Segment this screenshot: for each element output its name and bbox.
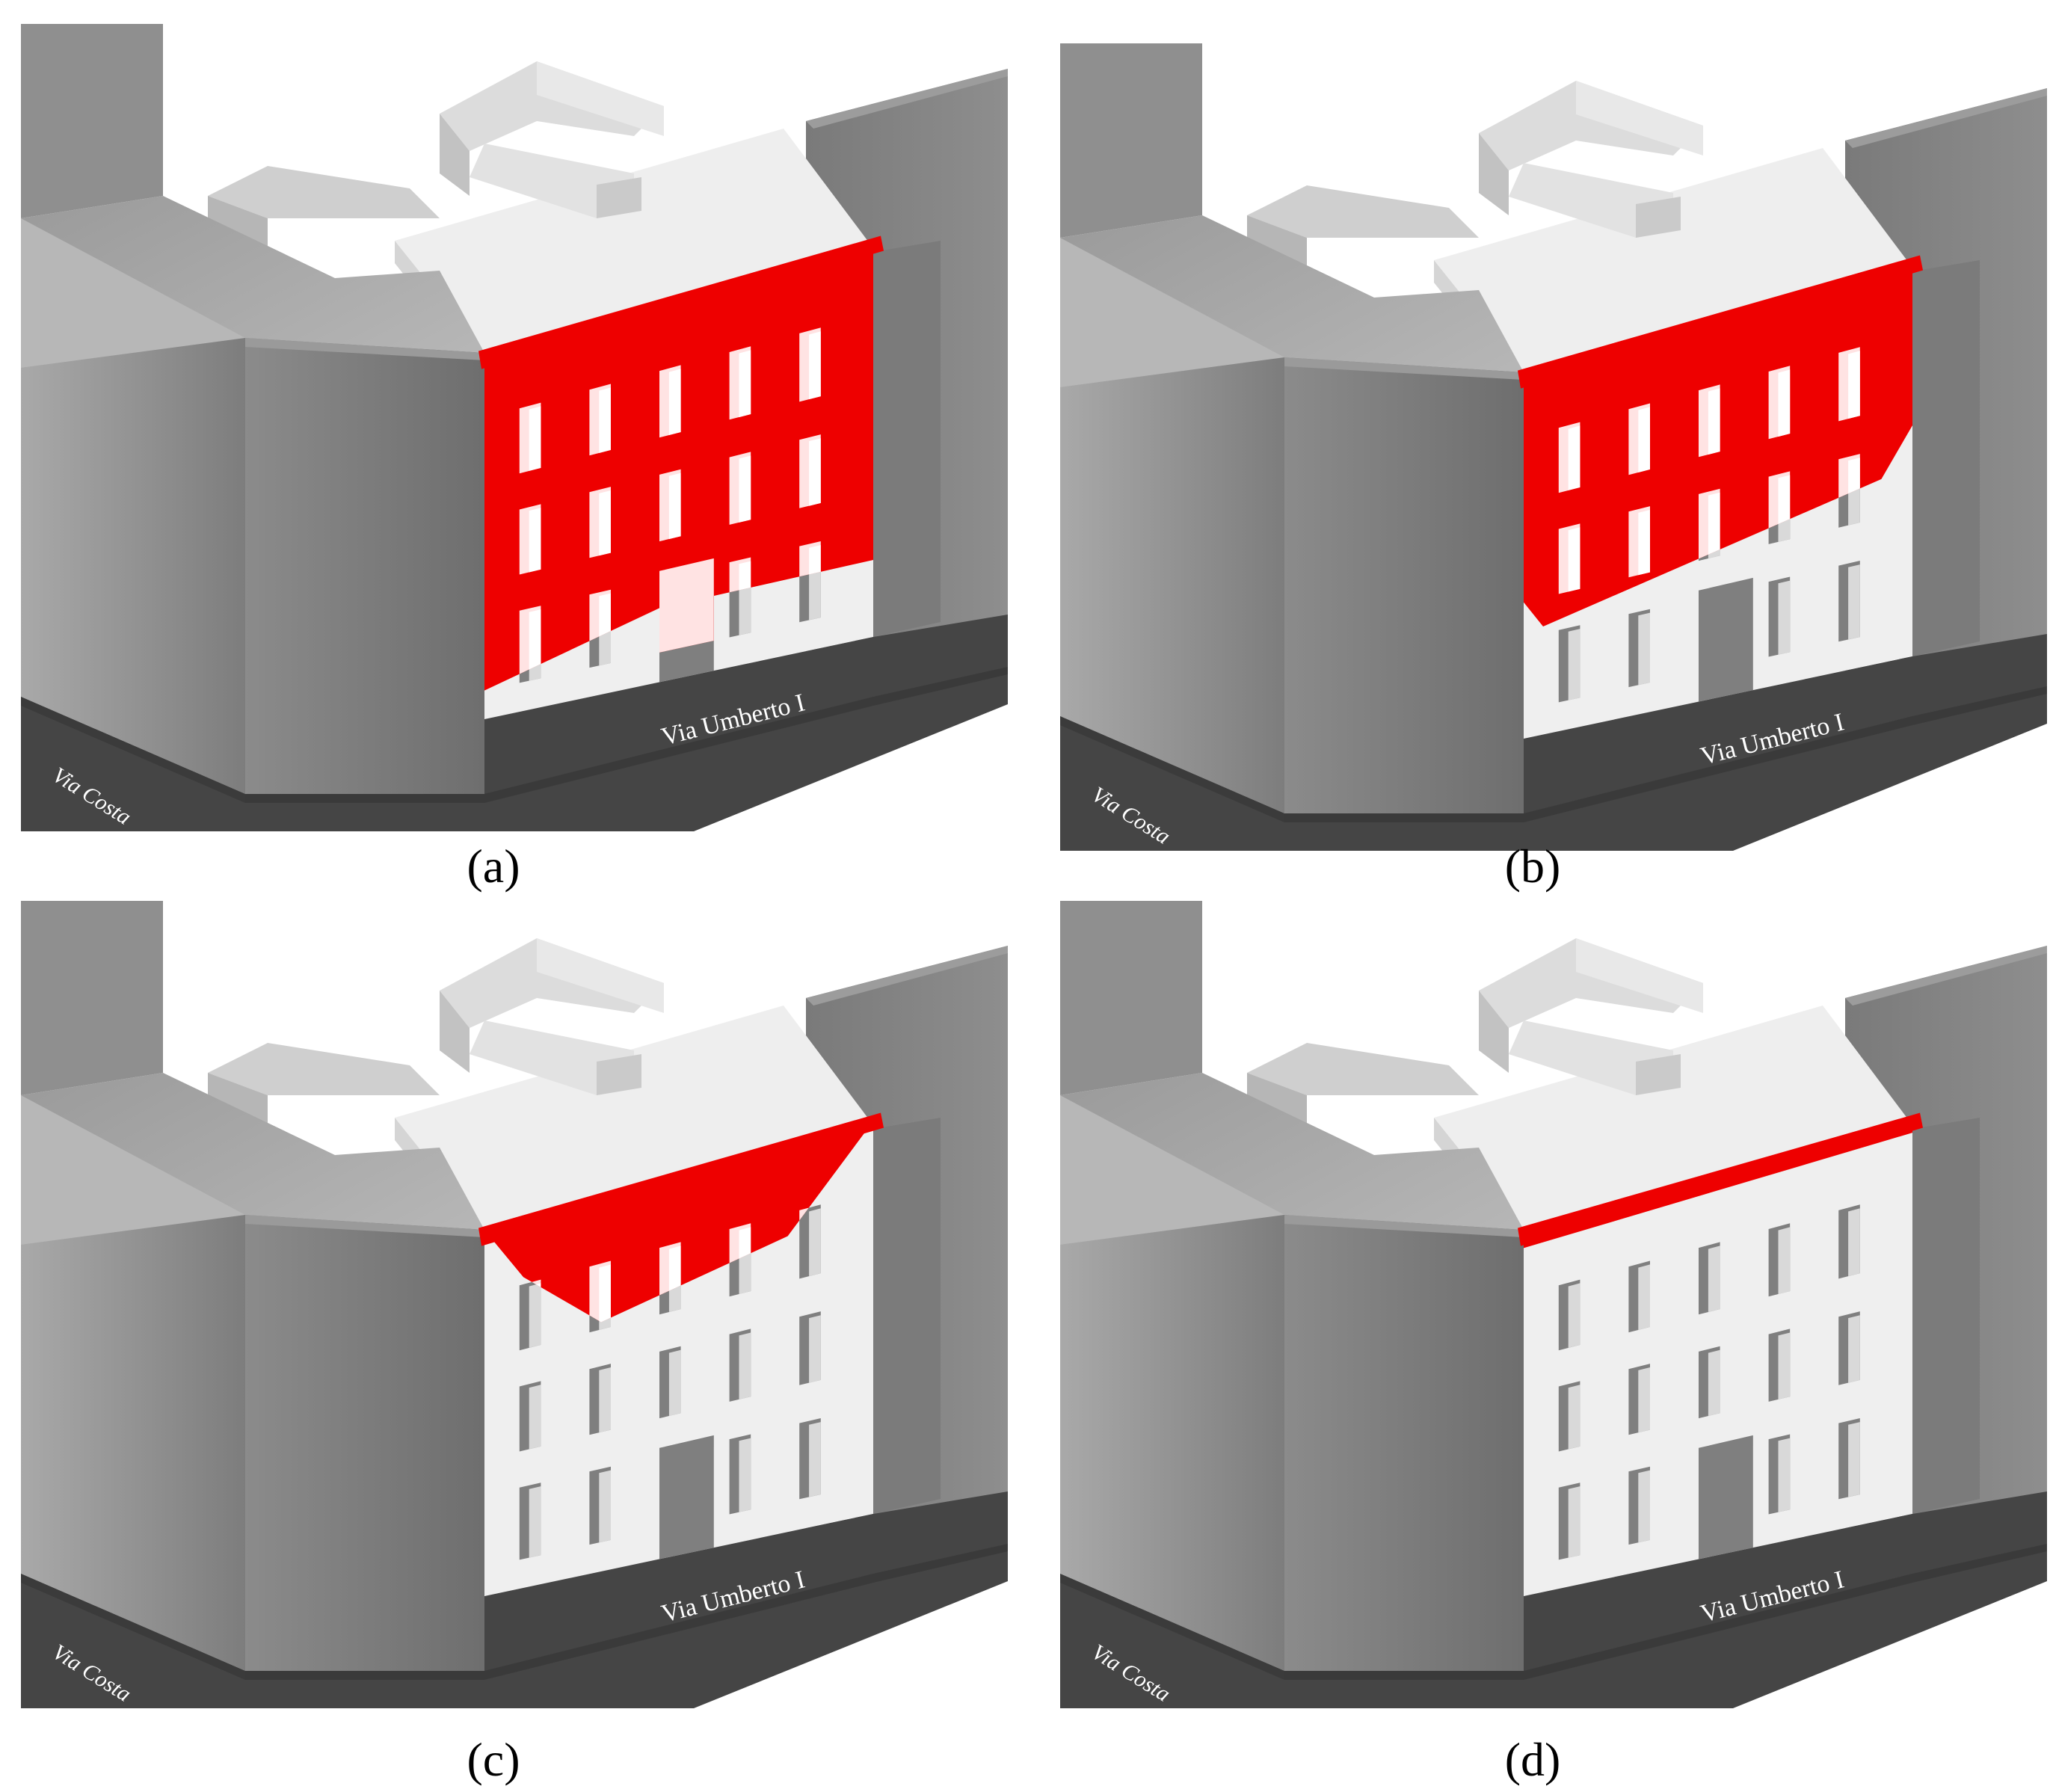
entrance-recess	[659, 1435, 714, 1559]
panel-caption: (b)	[1505, 840, 1561, 893]
window-reveal	[809, 1422, 821, 1497]
window-reveal	[739, 1438, 751, 1512]
window-reveal	[599, 1367, 611, 1433]
window-reveal	[1778, 1227, 1791, 1295]
window-reveal	[599, 1264, 611, 1323]
window-reveal	[529, 406, 541, 471]
window-reveal	[529, 508, 541, 573]
window-reveal	[809, 331, 821, 400]
entrance-recess	[1699, 577, 1753, 702]
window-reveal	[809, 1315, 821, 1383]
building-block	[1060, 901, 2047, 1708]
window-reveal	[1638, 510, 1650, 576]
window-reveal	[1568, 1385, 1580, 1450]
window-reveal	[1568, 425, 1580, 490]
cornice	[1518, 255, 1923, 389]
window-reveal	[1778, 369, 1791, 437]
window-reveal	[529, 1283, 541, 1348]
window-reveal	[1848, 564, 1860, 640]
window-reveal	[1708, 1349, 1720, 1417]
panel-caption: (a)	[467, 840, 520, 893]
window-reveal	[1708, 388, 1720, 455]
window-reveal	[529, 609, 541, 681]
panel-caption: (d)	[1505, 1733, 1561, 1786]
window-reveal	[1778, 580, 1791, 655]
window-reveal	[809, 1208, 821, 1277]
window-reveal	[1568, 1283, 1580, 1348]
window-reveal	[668, 472, 681, 540]
window-reveal	[739, 455, 751, 523]
entrance-recess	[1699, 1435, 1753, 1559]
window-reveal	[1638, 407, 1650, 472]
window-reveal	[809, 438, 821, 506]
window-reveal	[1638, 1264, 1650, 1330]
window-reveal	[1848, 1208, 1860, 1277]
window-reveal	[1848, 1422, 1860, 1497]
window-reveal	[1848, 1315, 1860, 1383]
panel-caption: (c)	[467, 1733, 520, 1786]
window-reveal	[1848, 351, 1860, 419]
cornice	[478, 235, 884, 369]
window-reveal	[529, 1486, 541, 1558]
window-reveal	[1638, 1367, 1650, 1433]
building-block	[21, 901, 1008, 1708]
window-reveal	[1638, 612, 1650, 686]
window-reveal	[739, 350, 751, 418]
window-reveal	[529, 1385, 541, 1450]
window-reveal	[1568, 1486, 1580, 1558]
window-reveal	[1708, 492, 1720, 559]
cornice	[1518, 1112, 1923, 1246]
cornice	[478, 1112, 884, 1246]
window-reveal	[668, 369, 681, 435]
window-reveal	[1708, 1246, 1720, 1312]
window-reveal	[1568, 629, 1580, 701]
window-reveal	[599, 490, 611, 556]
window-reveal	[668, 1349, 681, 1417]
window-reveal	[1638, 1470, 1650, 1543]
window-reveal	[739, 1332, 751, 1400]
window-reveal	[1778, 1332, 1791, 1400]
window-reveal	[599, 387, 611, 453]
window-reveal	[1568, 527, 1580, 592]
window-reveal	[599, 1470, 611, 1543]
window-reveal	[1778, 1438, 1791, 1512]
